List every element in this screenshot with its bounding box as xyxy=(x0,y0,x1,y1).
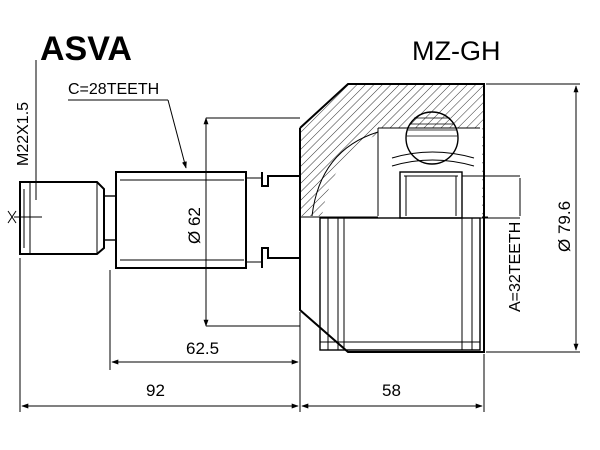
dim-62-5-label: 62.5 xyxy=(186,339,219,358)
spline-a-callout: A=32TEETH xyxy=(462,175,524,312)
shaft-neck xyxy=(261,172,301,268)
brand-title: ASVA xyxy=(40,30,132,68)
spline-a-label: A=32TEETH xyxy=(507,222,524,312)
housing-inner xyxy=(322,111,482,219)
diameter-79-label: Ø 79.6 xyxy=(555,201,574,252)
thread-label: M22X1.5 xyxy=(15,102,32,166)
thread-callout: M22X1.5 xyxy=(15,60,37,200)
dim-92: 92 xyxy=(19,258,301,412)
spline-c-label: C=28TEETH xyxy=(68,81,159,98)
diameter-79-dim: Ø 79.6 xyxy=(486,83,580,353)
housing-lower xyxy=(319,217,481,351)
dim-58: 58 xyxy=(301,354,485,412)
threaded-stub xyxy=(19,181,116,255)
dim-62-5: 62.5 xyxy=(109,270,299,370)
part-number: MZ-GH xyxy=(412,36,500,66)
diameter-62-label: Ø 62 xyxy=(185,207,204,244)
diameter-62-dim: Ø 62 xyxy=(185,117,300,327)
dim-92-label: 92 xyxy=(146,381,165,400)
spline-shaft xyxy=(115,171,262,269)
dim-58-label: 58 xyxy=(382,381,401,400)
spline-c-callout: C=28TEETH xyxy=(68,81,187,169)
